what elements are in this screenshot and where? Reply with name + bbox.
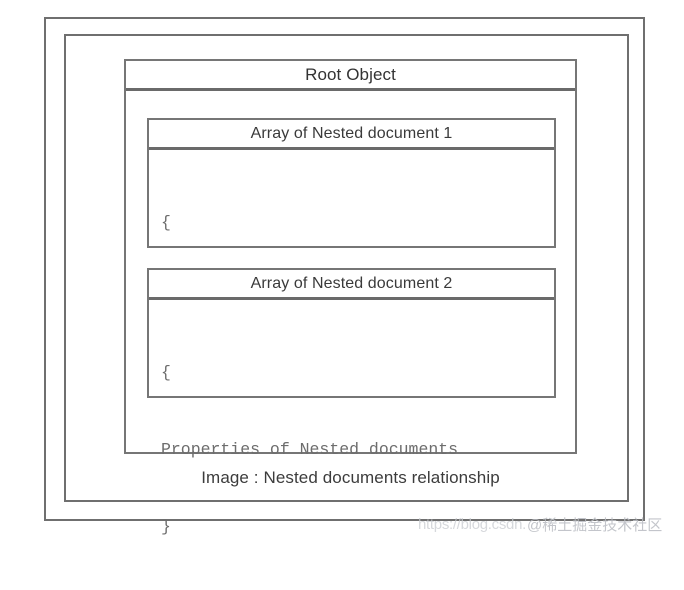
diagram-outer-frame: Root Object Array of Nested document 1 {… (44, 17, 645, 536)
diagram-caption: Image : Nested documents relationship (201, 468, 500, 487)
root-object-body: Array of Nested document 1 { Properties … (126, 91, 575, 536)
code-line-close-brace: } (161, 516, 171, 536)
root-object-box: Root Object Array of Nested document 1 {… (124, 59, 577, 536)
code-line-open-brace: { (161, 363, 171, 383)
code-line-properties: Properties of Nested documents (161, 439, 459, 459)
nested-document-header-1: Array of Nested document 1 (149, 120, 554, 150)
root-object-header: Root Object (126, 61, 575, 91)
nested-document-box-1: Array of Nested document 1 { Properties … (147, 118, 556, 386)
nested-document-title-2: Array of Nested document 2 (250, 274, 453, 292)
nested-document-body-2: { Properties of Nested documents } (149, 300, 554, 590)
code-line-open-brace: { (161, 213, 171, 233)
nested-document-box-2: Array of Nested document 2 { Properties … (147, 268, 556, 536)
nested-document-header-2: Array of Nested document 2 (149, 270, 554, 300)
diagram-inner-frame: Root Object Array of Nested document 1 {… (64, 34, 629, 536)
root-object-title: Root Object (305, 64, 396, 84)
nested-document-title-1: Array of Nested document 1 (250, 124, 453, 142)
